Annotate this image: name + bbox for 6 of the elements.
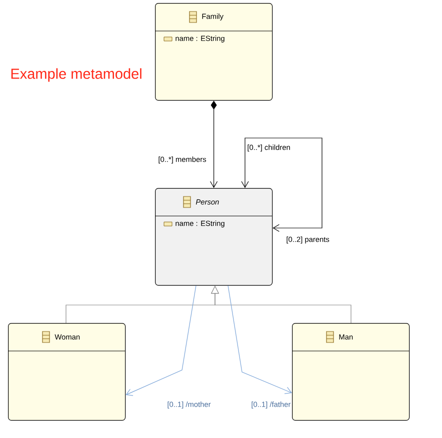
generalization-arrow: [210, 286, 352, 324]
reference-arrow: [126, 285, 196, 396]
reference-arrow: [228, 285, 292, 394]
reference-arrow: [210, 100, 218, 188]
reference-arrow: [241, 138, 322, 232]
title-text: Example metamodel: [11, 68, 142, 82]
